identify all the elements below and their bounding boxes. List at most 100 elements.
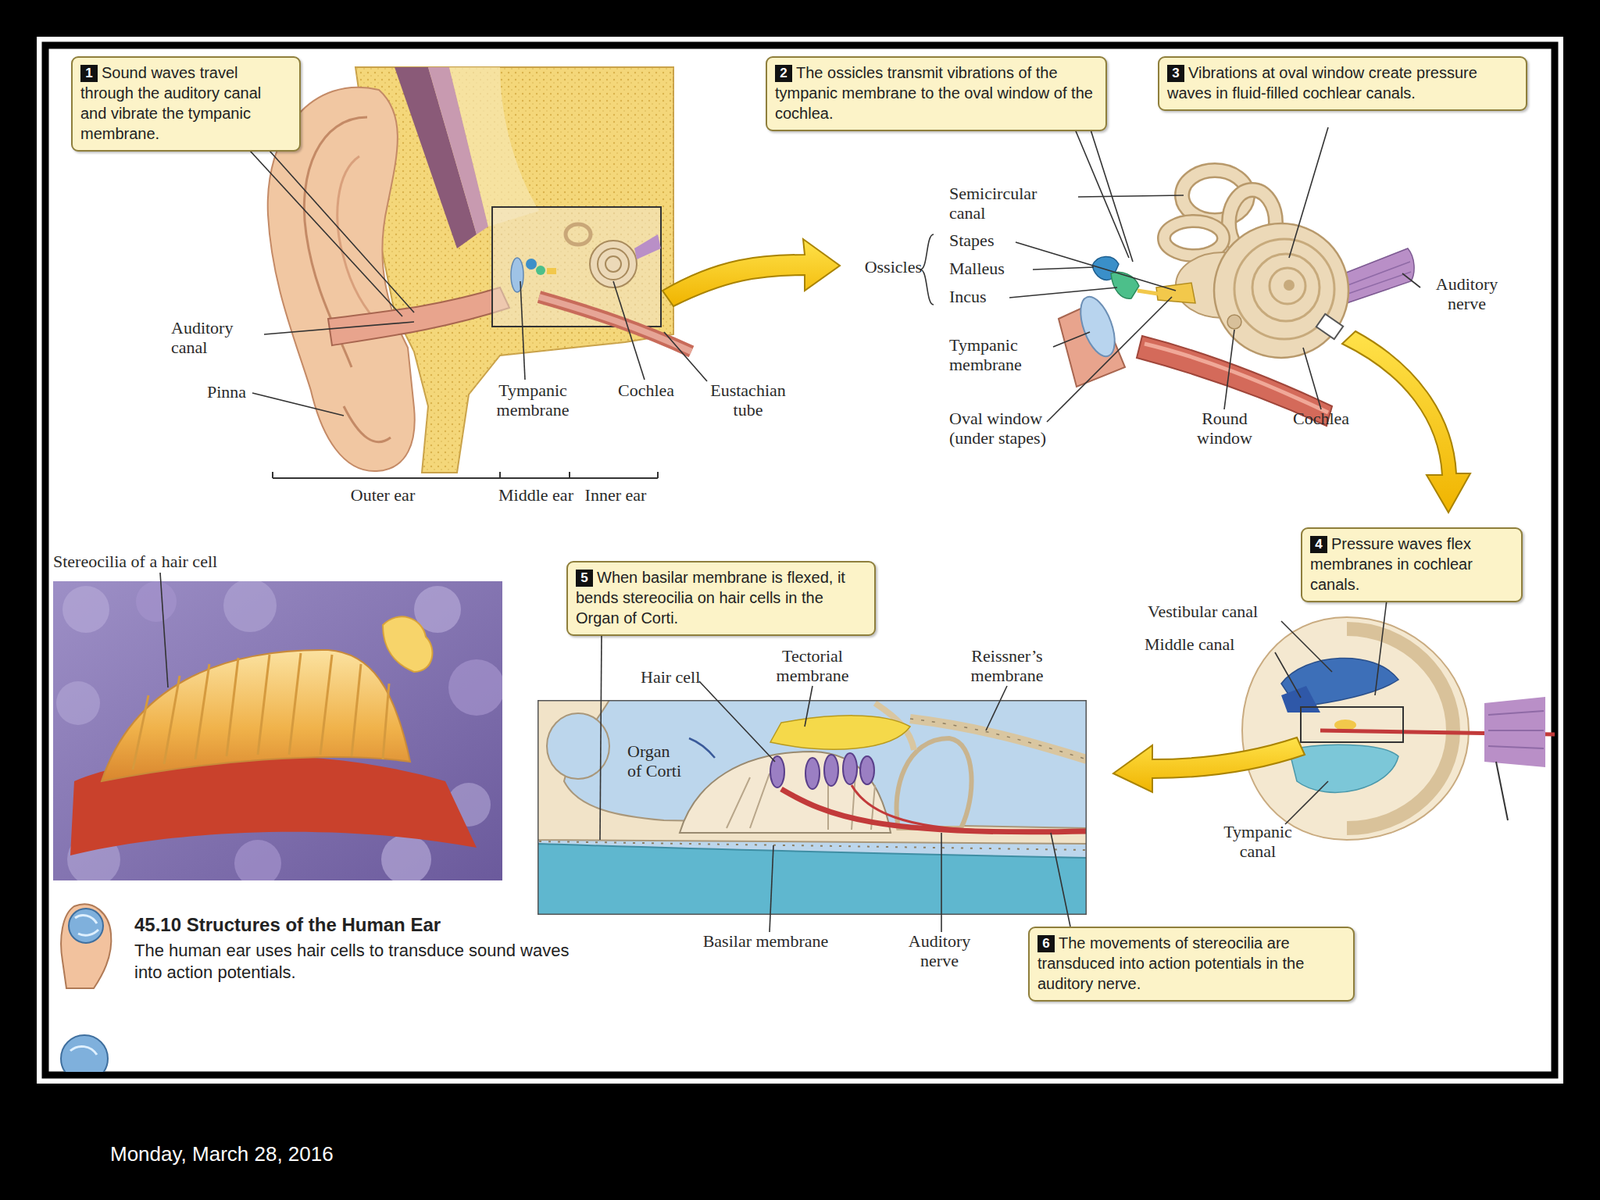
leader-line xyxy=(1015,242,1176,291)
part-label: Tympanic membrane xyxy=(482,381,584,420)
hand-icon xyxy=(75,914,99,936)
middle-ear-detail xyxy=(1073,292,1122,361)
callout-box: 6The movements of stereocilia are transd… xyxy=(1028,926,1355,1002)
part-label: Auditory nerve xyxy=(890,932,989,971)
flow-arrow xyxy=(1342,331,1471,513)
leader-line xyxy=(269,150,415,313)
outer-ear-section xyxy=(535,265,546,275)
hair-cell-photo xyxy=(56,681,100,725)
leader-line xyxy=(940,832,943,933)
leader-line xyxy=(1046,296,1172,422)
part-label: Round window xyxy=(1187,409,1262,448)
leader-line xyxy=(1281,621,1333,672)
organ-of-corti-section xyxy=(824,754,839,786)
part-label: Middle canal xyxy=(1144,635,1301,655)
hand-icon xyxy=(70,1046,97,1055)
cochlea-cross-section xyxy=(1300,707,1404,743)
part-label: Semicircular canal xyxy=(949,184,1067,223)
organ-of-corti-section xyxy=(689,738,715,758)
middle-ear-detail xyxy=(1137,290,1158,294)
middle-ear-detail xyxy=(1252,253,1320,322)
leader-line xyxy=(1053,332,1090,347)
callout-box: 3Vibrations at oval window create pressu… xyxy=(1157,56,1528,111)
hair-cell-photo xyxy=(135,581,177,622)
organ-of-corti-section xyxy=(537,843,1087,915)
leader-line xyxy=(1224,329,1235,410)
leader-line xyxy=(1032,267,1094,270)
hand-icon xyxy=(60,903,111,989)
organ-of-corti-section xyxy=(860,756,875,785)
part-label: Middle ear xyxy=(489,485,583,506)
figure-title: 45.10 Structures of the Human Ear xyxy=(134,914,441,936)
outer-ear-section xyxy=(634,234,661,260)
part-label: Cochlea xyxy=(607,381,686,401)
middle-ear-detail xyxy=(1214,223,1349,358)
hair-cell-photo xyxy=(53,581,503,881)
leader-line xyxy=(160,127,1421,933)
cochlea-cross-section xyxy=(1488,710,1544,749)
hair-cell-photo xyxy=(448,659,503,716)
middle-ear-detail xyxy=(1283,279,1295,291)
outer-ear-section xyxy=(597,248,629,280)
cochlea-cross-section xyxy=(1242,617,1555,840)
callout-text: Vibrations at oval window create pressur… xyxy=(1167,64,1478,102)
figure-caption: The human ear uses hair cells to transdu… xyxy=(134,939,588,984)
organ-of-corti-section xyxy=(805,757,820,790)
callout-box: 2The ossicles transmit vibrations of the… xyxy=(765,56,1108,132)
hair-cell-photo xyxy=(62,585,110,633)
hair-cell-photo xyxy=(53,581,503,881)
organ-of-corti-section xyxy=(537,700,1087,915)
leader-line xyxy=(1050,832,1071,927)
outer-ear-section xyxy=(328,287,510,346)
part-label: Pinna xyxy=(207,382,270,403)
part-label: Tympanic canal xyxy=(1210,822,1305,861)
callout-text: The ossicles transmit vibrations of the … xyxy=(775,64,1093,122)
leader-line xyxy=(985,685,1008,731)
organ-of-corti-section xyxy=(770,715,911,750)
date-stamp: Monday, March 28, 2016 xyxy=(110,1142,501,1167)
organ-of-corti-section xyxy=(770,756,785,788)
organ-of-corti-section xyxy=(537,700,1087,915)
hand-icon xyxy=(60,1035,108,1072)
organ-of-corti-section xyxy=(910,718,1087,760)
leader-line xyxy=(613,281,645,380)
frame-border xyxy=(45,45,1555,1075)
hand-icon xyxy=(60,903,111,1083)
leader-line xyxy=(1375,600,1387,696)
leader-line xyxy=(1089,127,1133,262)
leader-line xyxy=(1303,347,1322,410)
cochlea-cross-section xyxy=(1289,744,1399,793)
frame-border xyxy=(45,45,1555,1075)
callout-text: Sound waves travel through the auditory … xyxy=(80,64,261,143)
outer-ear-section xyxy=(539,296,692,352)
leader-line xyxy=(600,634,602,840)
callout-text: The movements of stereocilia are transdu… xyxy=(1037,934,1304,993)
outer-ear-section xyxy=(539,296,692,352)
part-label: Malleus xyxy=(949,259,1043,279)
leader-line xyxy=(769,845,774,933)
leader-line xyxy=(1402,273,1421,288)
part-label: Cochlea xyxy=(1282,409,1361,429)
outer-ear-section xyxy=(337,156,383,329)
outer-ear-section xyxy=(510,257,524,293)
middle-ear-detail xyxy=(1058,170,1415,426)
part-label: Auditory canal xyxy=(171,318,264,358)
organ-of-corti-section xyxy=(910,718,1087,760)
leader-line xyxy=(160,572,168,688)
part-label: Tectorial membrane xyxy=(765,646,860,686)
part-label: Tympanic membrane xyxy=(949,335,1055,375)
hair-cell-photo xyxy=(132,653,390,770)
part-label: Hair cell xyxy=(640,667,735,688)
leader-line xyxy=(252,392,344,416)
leader-line xyxy=(804,685,813,727)
callout-number: 3 xyxy=(1167,64,1185,83)
outer-ear-section xyxy=(267,67,692,479)
leader-line xyxy=(920,234,934,305)
part-label: Basilar membrane xyxy=(671,932,860,952)
callout-number: 5 xyxy=(575,569,593,587)
leader-line xyxy=(699,681,775,762)
organ-of-corti-section xyxy=(851,785,985,831)
leader-line xyxy=(1285,781,1329,825)
middle-ear-detail xyxy=(1110,271,1140,299)
leader-line xyxy=(664,332,708,382)
